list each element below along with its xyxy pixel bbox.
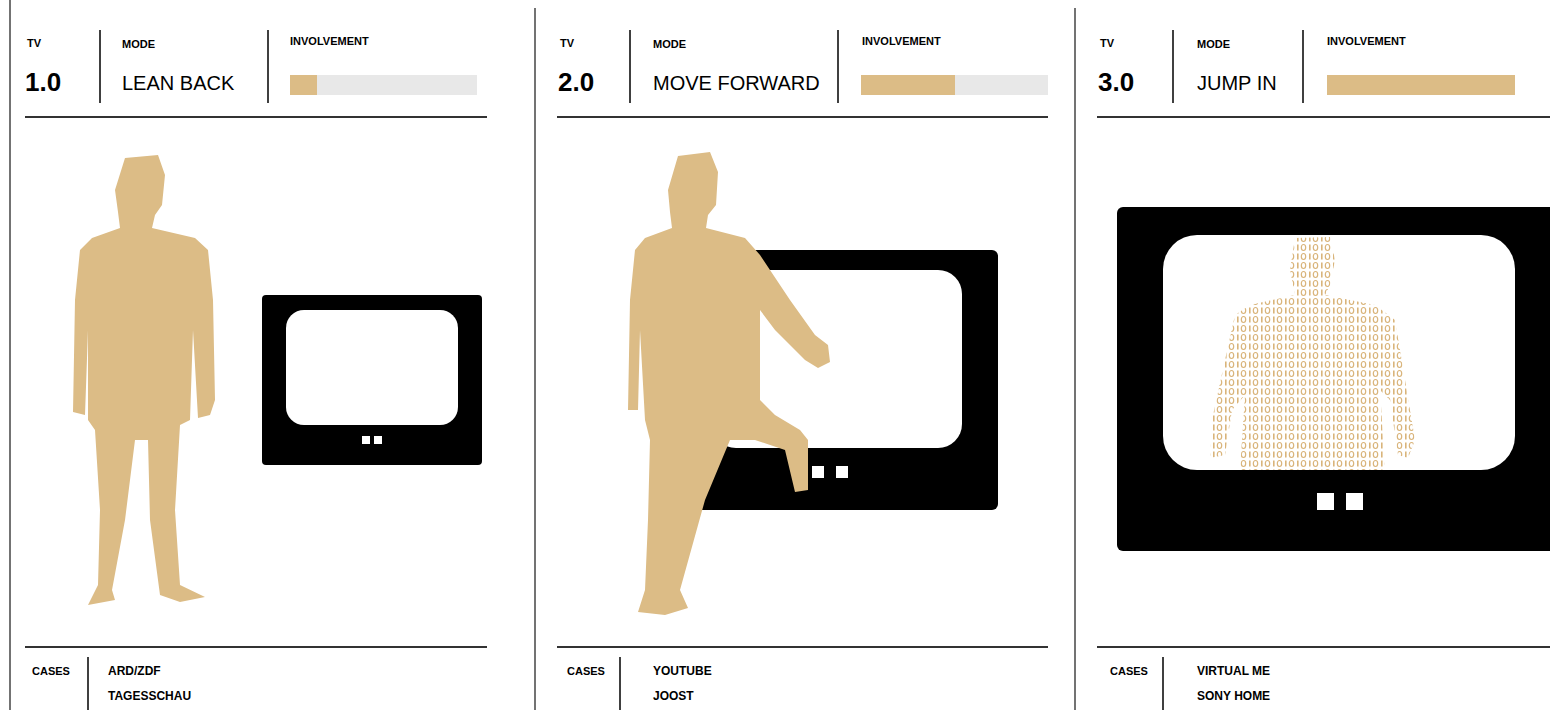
tv-set [262, 295, 482, 465]
person-silhouette [73, 155, 215, 605]
mode-value: JUMP IN [1197, 72, 1277, 95]
case-name: ARD/ZDF [108, 665, 161, 679]
panel-tag: TV [27, 37, 41, 50]
version-number: 3.0 [1098, 68, 1134, 98]
case-name: SONY HOME [1197, 690, 1270, 704]
panel-tag: TV [560, 37, 574, 50]
field-tag: MODE [1197, 38, 1230, 51]
field-tag: INVOLVEMENT [1327, 35, 1406, 48]
version-number: 2.0 [558, 68, 594, 98]
involvement-bars [290, 75, 1515, 95]
panel-dividers [10, 0, 1075, 710]
version-number: 1.0 [25, 68, 61, 98]
tv-set [1117, 207, 1550, 551]
case-name: JOOST [653, 690, 694, 704]
field-tag: CASES [32, 665, 70, 678]
binary-person [1210, 237, 1415, 470]
field-tag: MODE [653, 38, 686, 51]
field-tag: CASES [567, 665, 605, 678]
rules [25, 117, 1550, 647]
case-name: YOUTUBE [653, 665, 712, 679]
panel-tag: TV [1100, 37, 1114, 50]
mode-value: MOVE FORWARD [653, 72, 820, 95]
field-tag: MODE [122, 38, 155, 51]
field-tag: CASES [1110, 665, 1148, 678]
case-name: TAGESSCHAU [108, 690, 191, 704]
person-stepping-in [628, 152, 830, 615]
case-name: VIRTUAL ME [1197, 665, 1270, 679]
field-tag: INVOLVEMENT [290, 35, 369, 48]
field-tag: INVOLVEMENT [862, 35, 941, 48]
mode-value: LEAN BACK [122, 72, 234, 95]
